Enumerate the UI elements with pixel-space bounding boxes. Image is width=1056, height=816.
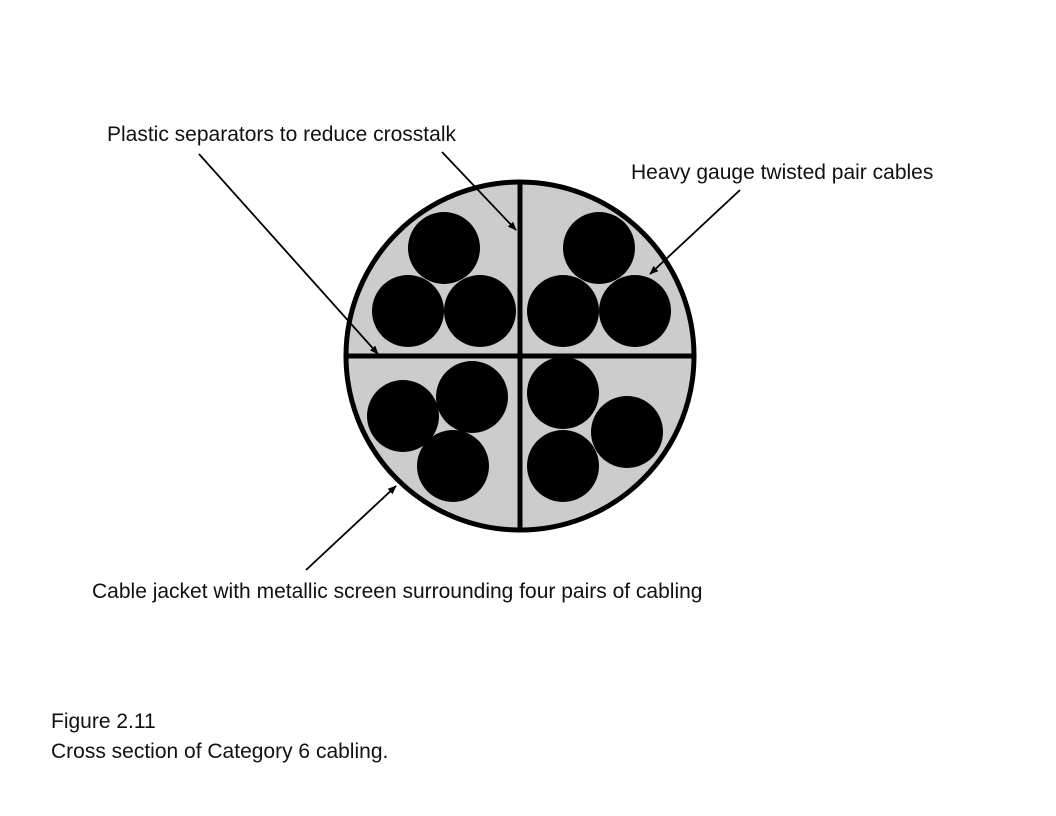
- conductor: [444, 275, 516, 347]
- conductor: [527, 357, 599, 429]
- label-plastic-separators: Plastic separators to reduce crosstalk: [107, 123, 456, 146]
- arrow-separator-vertical: [441, 151, 517, 231]
- figure-number: Figure 2.11: [51, 710, 156, 733]
- conductor: [436, 361, 508, 433]
- conductor: [367, 380, 439, 452]
- arrow-jacket: [305, 485, 397, 571]
- conductor: [527, 275, 599, 347]
- conductor: [563, 212, 635, 284]
- conductor: [417, 430, 489, 502]
- conductor: [527, 430, 599, 502]
- conductor: [599, 275, 671, 347]
- arrow-twisted-pairs: [649, 189, 741, 275]
- label-twisted-pair-cables: Heavy gauge twisted pair cables: [631, 161, 933, 184]
- label-cable-jacket: Cable jacket with metallic screen surrou…: [92, 580, 702, 603]
- figure-caption: Cross section of Category 6 cabling.: [51, 740, 389, 763]
- conductor: [591, 396, 663, 468]
- conductor: [372, 275, 444, 347]
- conductors: [367, 212, 671, 502]
- arrow-separator-horizontal: [198, 153, 379, 355]
- conductor: [408, 212, 480, 284]
